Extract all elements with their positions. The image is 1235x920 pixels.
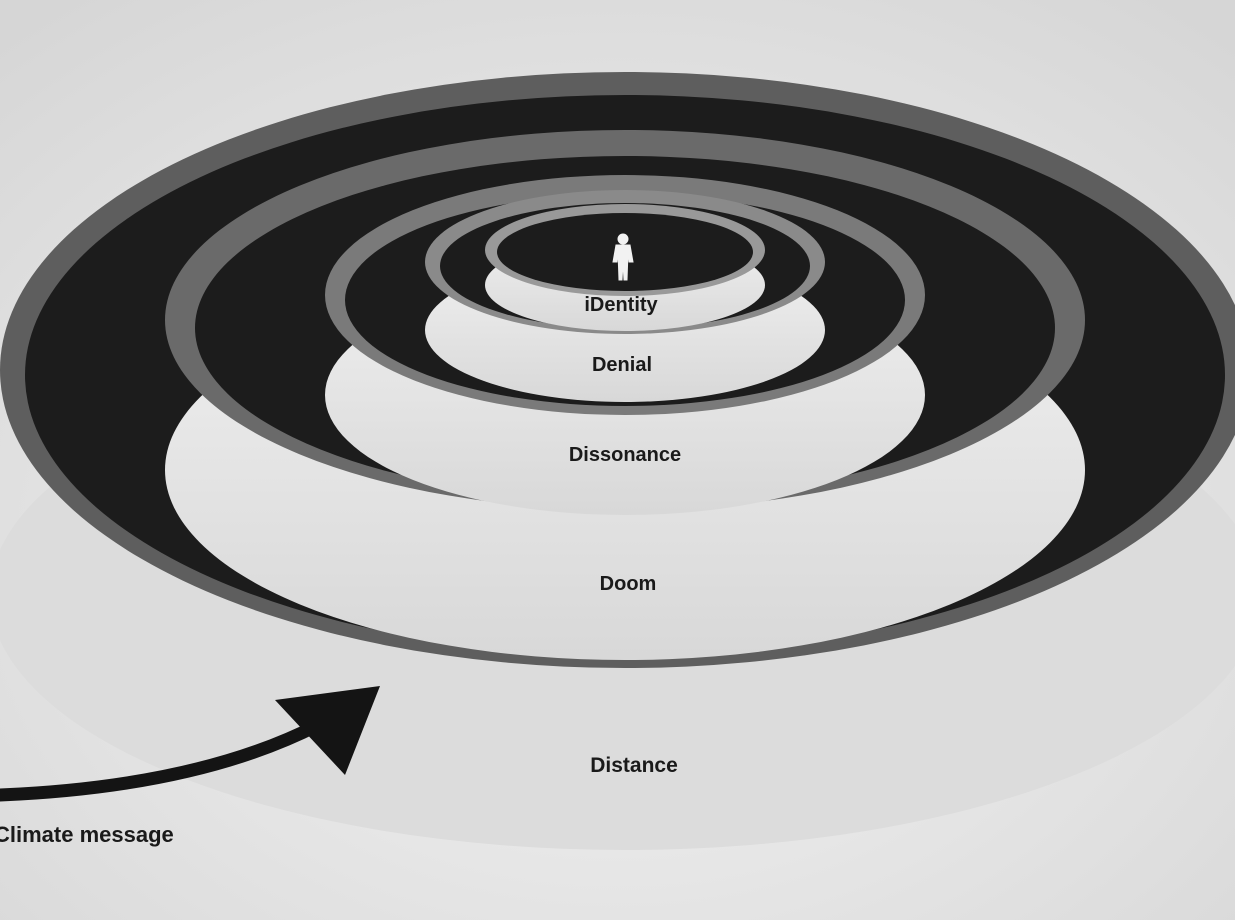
label-denial: Denial bbox=[592, 354, 652, 376]
arrow-shaft bbox=[0, 718, 325, 802]
label-distance: Distance bbox=[590, 754, 678, 777]
person-icon bbox=[612, 233, 634, 281]
label-identity: iDentity bbox=[584, 294, 658, 316]
climate-message-arrow bbox=[0, 686, 380, 802]
arrow-head bbox=[275, 686, 380, 775]
label-dissonance: Dissonance bbox=[569, 444, 681, 466]
arrow-label: Climate message bbox=[0, 822, 174, 847]
label-doom: Doom bbox=[600, 573, 657, 595]
